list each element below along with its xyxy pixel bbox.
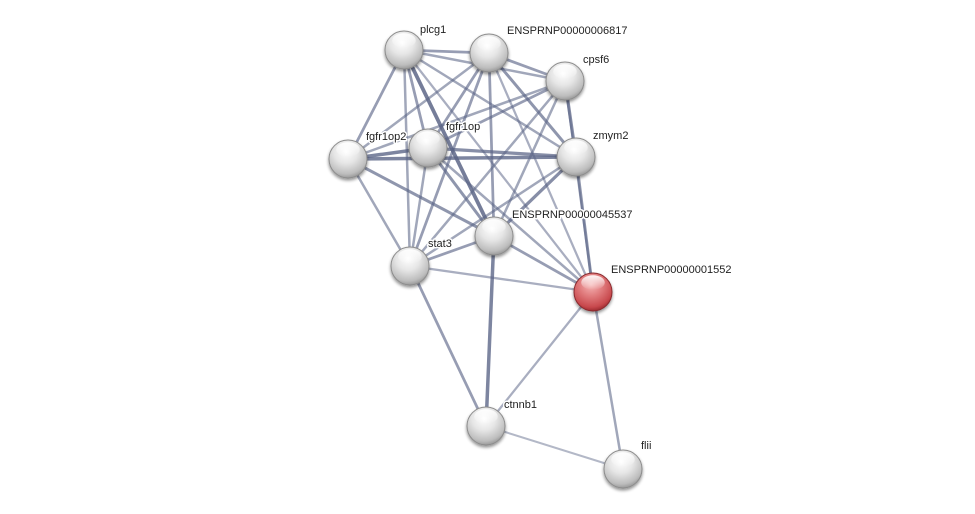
node-highlight xyxy=(416,131,440,146)
node-label: flii xyxy=(641,440,651,452)
edge-ENSPRNP00000006817-ENSPRNP00000045537[interactable] xyxy=(487,51,496,238)
node-highlight xyxy=(611,452,635,467)
edge-ENSPRNP00000006817-ENSPRNP00000001552[interactable] xyxy=(487,51,595,294)
edge-fgfr1op2-zmym2[interactable] xyxy=(346,155,578,161)
edge-zmym2-ENSPRNP00000001552[interactable] xyxy=(574,155,595,294)
node-highlight xyxy=(392,33,416,48)
node-highlight xyxy=(474,409,498,424)
node-label: ENSPRNP00000045537 xyxy=(512,209,632,221)
node-label-halo: cpsf6 xyxy=(583,54,609,66)
node-highlight xyxy=(553,64,577,79)
node-label-halo: zmym2 xyxy=(593,130,628,142)
edge-ENSPRNP00000006817-zmym2[interactable] xyxy=(487,51,578,159)
edge-cpsf6-stat3[interactable] xyxy=(408,79,567,268)
node-highlight xyxy=(581,275,605,290)
edge-plcg1-ENSPRNP00000001552[interactable] xyxy=(402,48,595,294)
edge-fgfr1op-stat3[interactable] xyxy=(408,146,430,268)
node-label-halo: fgfr1op2 xyxy=(366,131,406,143)
edge-fgfr1op-zmym2[interactable] xyxy=(426,146,578,159)
edge-stat3-ENSPRNP00000001552[interactable] xyxy=(408,264,595,294)
node-label-halo: ENSPRNP00000045537 xyxy=(512,209,632,221)
node-label: stat3 xyxy=(428,238,452,250)
node-label: fgfr1op2 xyxy=(366,131,406,143)
edge-cpsf6-fgfr1op[interactable] xyxy=(426,79,567,150)
node-label: ENSPRNP00000001552 xyxy=(611,264,731,276)
node-highlight xyxy=(477,36,501,51)
node-highlight xyxy=(398,249,422,264)
node-label: plcg1 xyxy=(420,24,446,36)
edge-ENSPRNP00000001552-flii[interactable] xyxy=(591,290,625,471)
edge-plcg1-ENSPRNP00000045537[interactable] xyxy=(402,48,496,238)
node-label-halo: plcg1 xyxy=(420,24,446,36)
edges-layer xyxy=(346,48,625,471)
edge-fgfr1op2-stat3[interactable] xyxy=(346,157,412,268)
node-label-halo: ctnnb1 xyxy=(504,399,537,411)
node-label: zmym2 xyxy=(593,130,628,142)
node-label-halo: ENSPRNP00000001552 xyxy=(611,264,731,276)
node-highlight xyxy=(336,142,360,157)
edge-ENSPRNP00000006817-fgfr1op2[interactable] xyxy=(346,51,491,161)
edge-ctnnb1-flii[interactable] xyxy=(485,425,624,470)
node-label: ctnnb1 xyxy=(504,399,537,411)
node-highlight xyxy=(564,140,588,155)
node-label-halo: ENSPRNP00000006817 xyxy=(507,25,627,37)
node-label: ENSPRNP00000006817 xyxy=(507,25,627,37)
edge-plcg1-fgfr1op2[interactable] xyxy=(346,48,406,161)
edge-cpsf6-fgfr1op2[interactable] xyxy=(346,79,567,161)
edge-zmym2-stat3[interactable] xyxy=(408,155,578,268)
node-label-halo: stat3 xyxy=(428,238,452,250)
edge-ENSPRNP00000001552-ctnnb1[interactable] xyxy=(484,290,595,428)
edge-ENSPRNP00000045537-ctnnb1[interactable] xyxy=(484,234,496,428)
node-label: cpsf6 xyxy=(583,54,609,66)
node-label: fgfr1op xyxy=(446,121,480,133)
edge-stat3-ctnnb1[interactable] xyxy=(408,264,488,428)
node-label-halo: fgfr1op xyxy=(446,121,480,133)
node-label-halo: flii xyxy=(641,440,651,452)
node-highlight xyxy=(482,219,506,234)
